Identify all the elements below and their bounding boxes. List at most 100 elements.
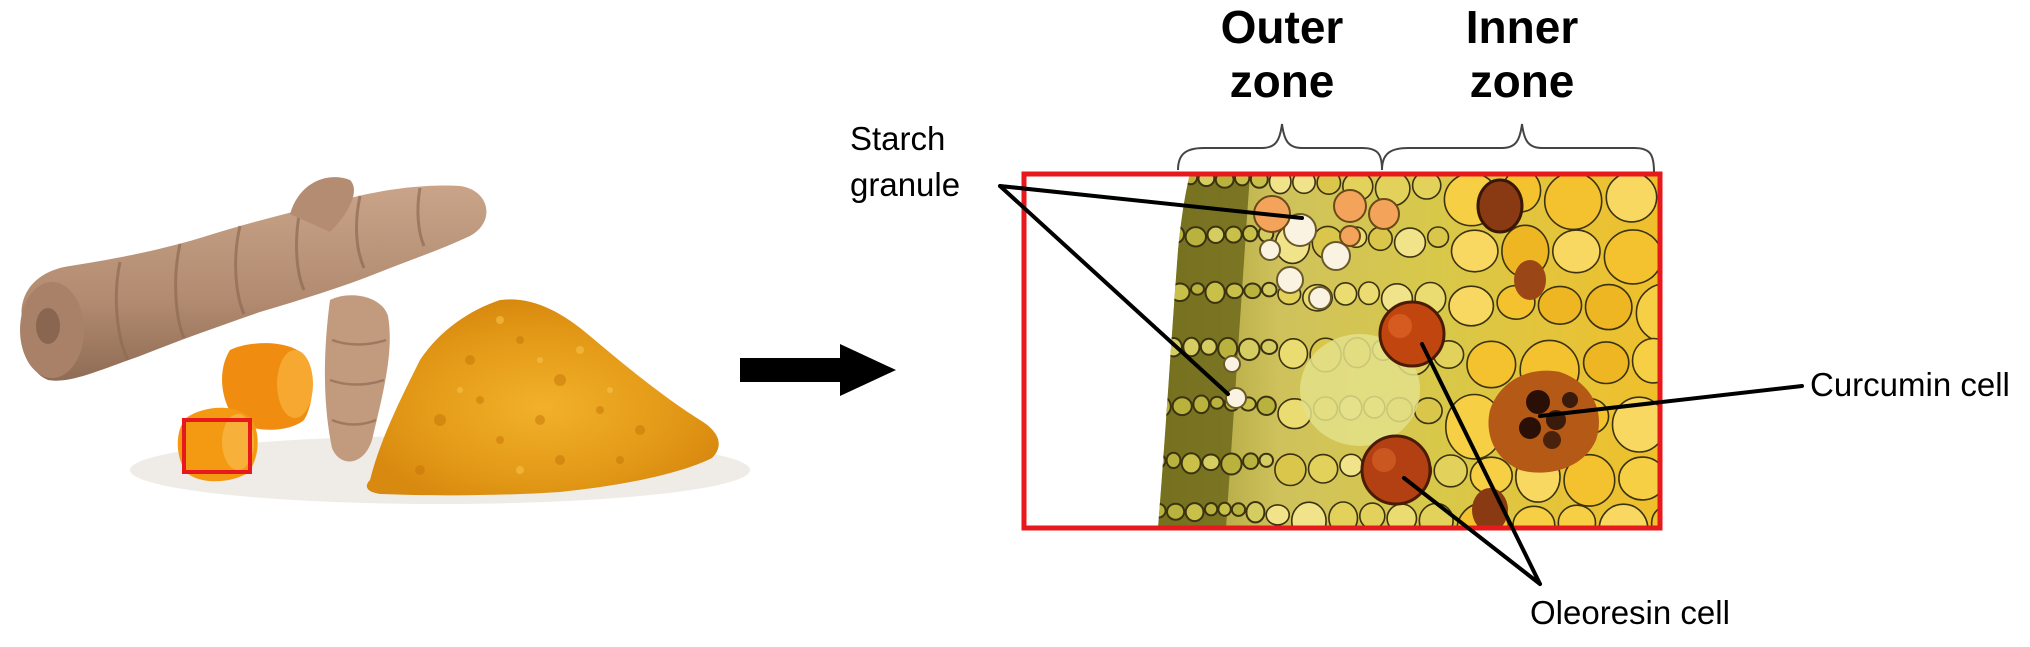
leader-lines bbox=[998, 184, 1804, 586]
starch-label-line1: Starch bbox=[850, 120, 946, 157]
tissue-cell bbox=[1448, 285, 1495, 327]
starch-label-line2: granule bbox=[850, 166, 961, 203]
tissue-cell bbox=[1261, 281, 1278, 298]
tissue-cell bbox=[1171, 396, 1193, 417]
curcumin-cell-label: Curcumin cell bbox=[1810, 366, 2010, 403]
tissue-cell bbox=[1603, 229, 1660, 285]
tissue-cell bbox=[1258, 452, 1275, 468]
oleoresin-cell-lower bbox=[1360, 434, 1432, 506]
tissue-cell bbox=[1635, 283, 1660, 344]
sample-highlight-box bbox=[182, 418, 252, 474]
tissue-cell bbox=[1359, 502, 1386, 528]
tissue-cell bbox=[1557, 504, 1597, 528]
tissue-cell bbox=[1166, 502, 1186, 521]
tissue-cell bbox=[1260, 338, 1279, 355]
turmeric-photo bbox=[20, 177, 750, 504]
tissue-cell bbox=[1224, 225, 1243, 244]
tissue-cell bbox=[1631, 337, 1660, 384]
right-arrow-icon bbox=[740, 344, 896, 396]
oleoresin-cell-upper bbox=[1378, 300, 1446, 368]
tissue-cell bbox=[1206, 225, 1226, 245]
outer-zone-title: Outer zone bbox=[1196, 0, 1368, 108]
tissue-cell bbox=[1201, 453, 1221, 472]
tissue-cell bbox=[1237, 337, 1261, 362]
rhizome-finger bbox=[324, 295, 390, 462]
tissue-cell bbox=[1413, 397, 1443, 425]
tissue-cell bbox=[1243, 282, 1262, 300]
oleoresin-leader-upper bbox=[1420, 342, 1542, 586]
tissue-cell bbox=[1209, 395, 1225, 410]
tissue-cell bbox=[1552, 229, 1601, 274]
inner-zone-brace bbox=[1381, 123, 1655, 173]
tissue-cell bbox=[1203, 502, 1219, 517]
tissue-cell bbox=[1278, 338, 1309, 370]
tissue-cell bbox=[1450, 229, 1499, 273]
turmeric-powder-pile bbox=[366, 299, 719, 496]
tissue-cell bbox=[1418, 502, 1454, 528]
tissue-cell bbox=[1411, 174, 1442, 200]
tissue-cell bbox=[1199, 337, 1218, 356]
tissue-cell bbox=[1543, 174, 1603, 231]
tissue-cell bbox=[1367, 226, 1393, 252]
tissue-cell bbox=[1225, 282, 1244, 300]
outer-zone-word1: Outer bbox=[1220, 1, 1344, 53]
tissue-cell bbox=[1433, 454, 1468, 488]
vascular-bundle bbox=[1300, 334, 1420, 446]
turmeric-rhizome-body bbox=[21, 185, 487, 381]
starch-leader-upper bbox=[998, 184, 1304, 220]
starch-granules bbox=[1223, 213, 1351, 409]
tissue-cell bbox=[1666, 226, 1706, 268]
outer-zone-brace bbox=[1177, 123, 1383, 171]
tissue-cell bbox=[1256, 395, 1277, 416]
starch-granule-label: Starch granule bbox=[850, 116, 960, 208]
oleoresin-cell-label: Oleoresin cell bbox=[1530, 594, 1730, 631]
tissue-cell bbox=[1393, 227, 1427, 258]
inner-zone-title: Inner zone bbox=[1436, 0, 1608, 108]
tissue-cell bbox=[1292, 174, 1317, 195]
outer-zone-word2: zone bbox=[1229, 55, 1335, 107]
oleoresin-leader-lower bbox=[1402, 476, 1542, 586]
tissue-cell bbox=[1584, 283, 1633, 331]
tissue-cell bbox=[1426, 226, 1450, 249]
tissue-cell bbox=[1230, 502, 1247, 517]
powder-texture bbox=[415, 336, 645, 475]
tissue-cell bbox=[1316, 174, 1342, 195]
orange-granules bbox=[1253, 189, 1400, 247]
tissue-cell bbox=[1190, 282, 1205, 296]
tissue-highlight-frame bbox=[1021, 171, 1663, 531]
tissue-cell bbox=[1245, 501, 1266, 524]
curcumin-cell-cluster bbox=[1488, 370, 1599, 473]
tissue-cell bbox=[1274, 453, 1307, 487]
tissue-cell bbox=[1290, 501, 1327, 528]
tissue-cell bbox=[1537, 285, 1583, 325]
tissue-cell bbox=[1611, 396, 1660, 453]
tissue-cell bbox=[1234, 174, 1251, 187]
tissue-cell bbox=[1563, 453, 1616, 507]
inner-zone-word1: Inner bbox=[1465, 1, 1579, 53]
rhizome-branch bbox=[290, 177, 354, 232]
tissue-cell bbox=[1265, 504, 1290, 526]
tissue-cell bbox=[1217, 501, 1232, 517]
tissue-cell bbox=[1182, 336, 1201, 358]
curcumin-leader bbox=[1538, 384, 1804, 418]
tissue-cell bbox=[1339, 453, 1364, 478]
tissue-cross-section bbox=[1021, 171, 1712, 531]
tissue-cell bbox=[1582, 341, 1630, 385]
tissue-cell bbox=[1184, 502, 1205, 523]
rhizome-rings bbox=[114, 187, 426, 361]
tissue-cell bbox=[1605, 174, 1658, 223]
tissue-cell bbox=[1204, 280, 1226, 304]
tissue-cell bbox=[1598, 503, 1649, 528]
tissue-cell bbox=[1333, 281, 1358, 306]
tissue-cell bbox=[1307, 453, 1339, 484]
tissue-cell bbox=[1242, 452, 1260, 471]
tissue-cell bbox=[1661, 175, 1712, 222]
tissue-cell bbox=[1618, 456, 1660, 501]
tissue-cell bbox=[1242, 224, 1259, 243]
tissue-cell bbox=[1650, 503, 1660, 528]
tissue-cell bbox=[1192, 394, 1211, 415]
tissue-cell bbox=[1180, 452, 1202, 475]
inner-zone-word2: zone bbox=[1469, 55, 1575, 107]
